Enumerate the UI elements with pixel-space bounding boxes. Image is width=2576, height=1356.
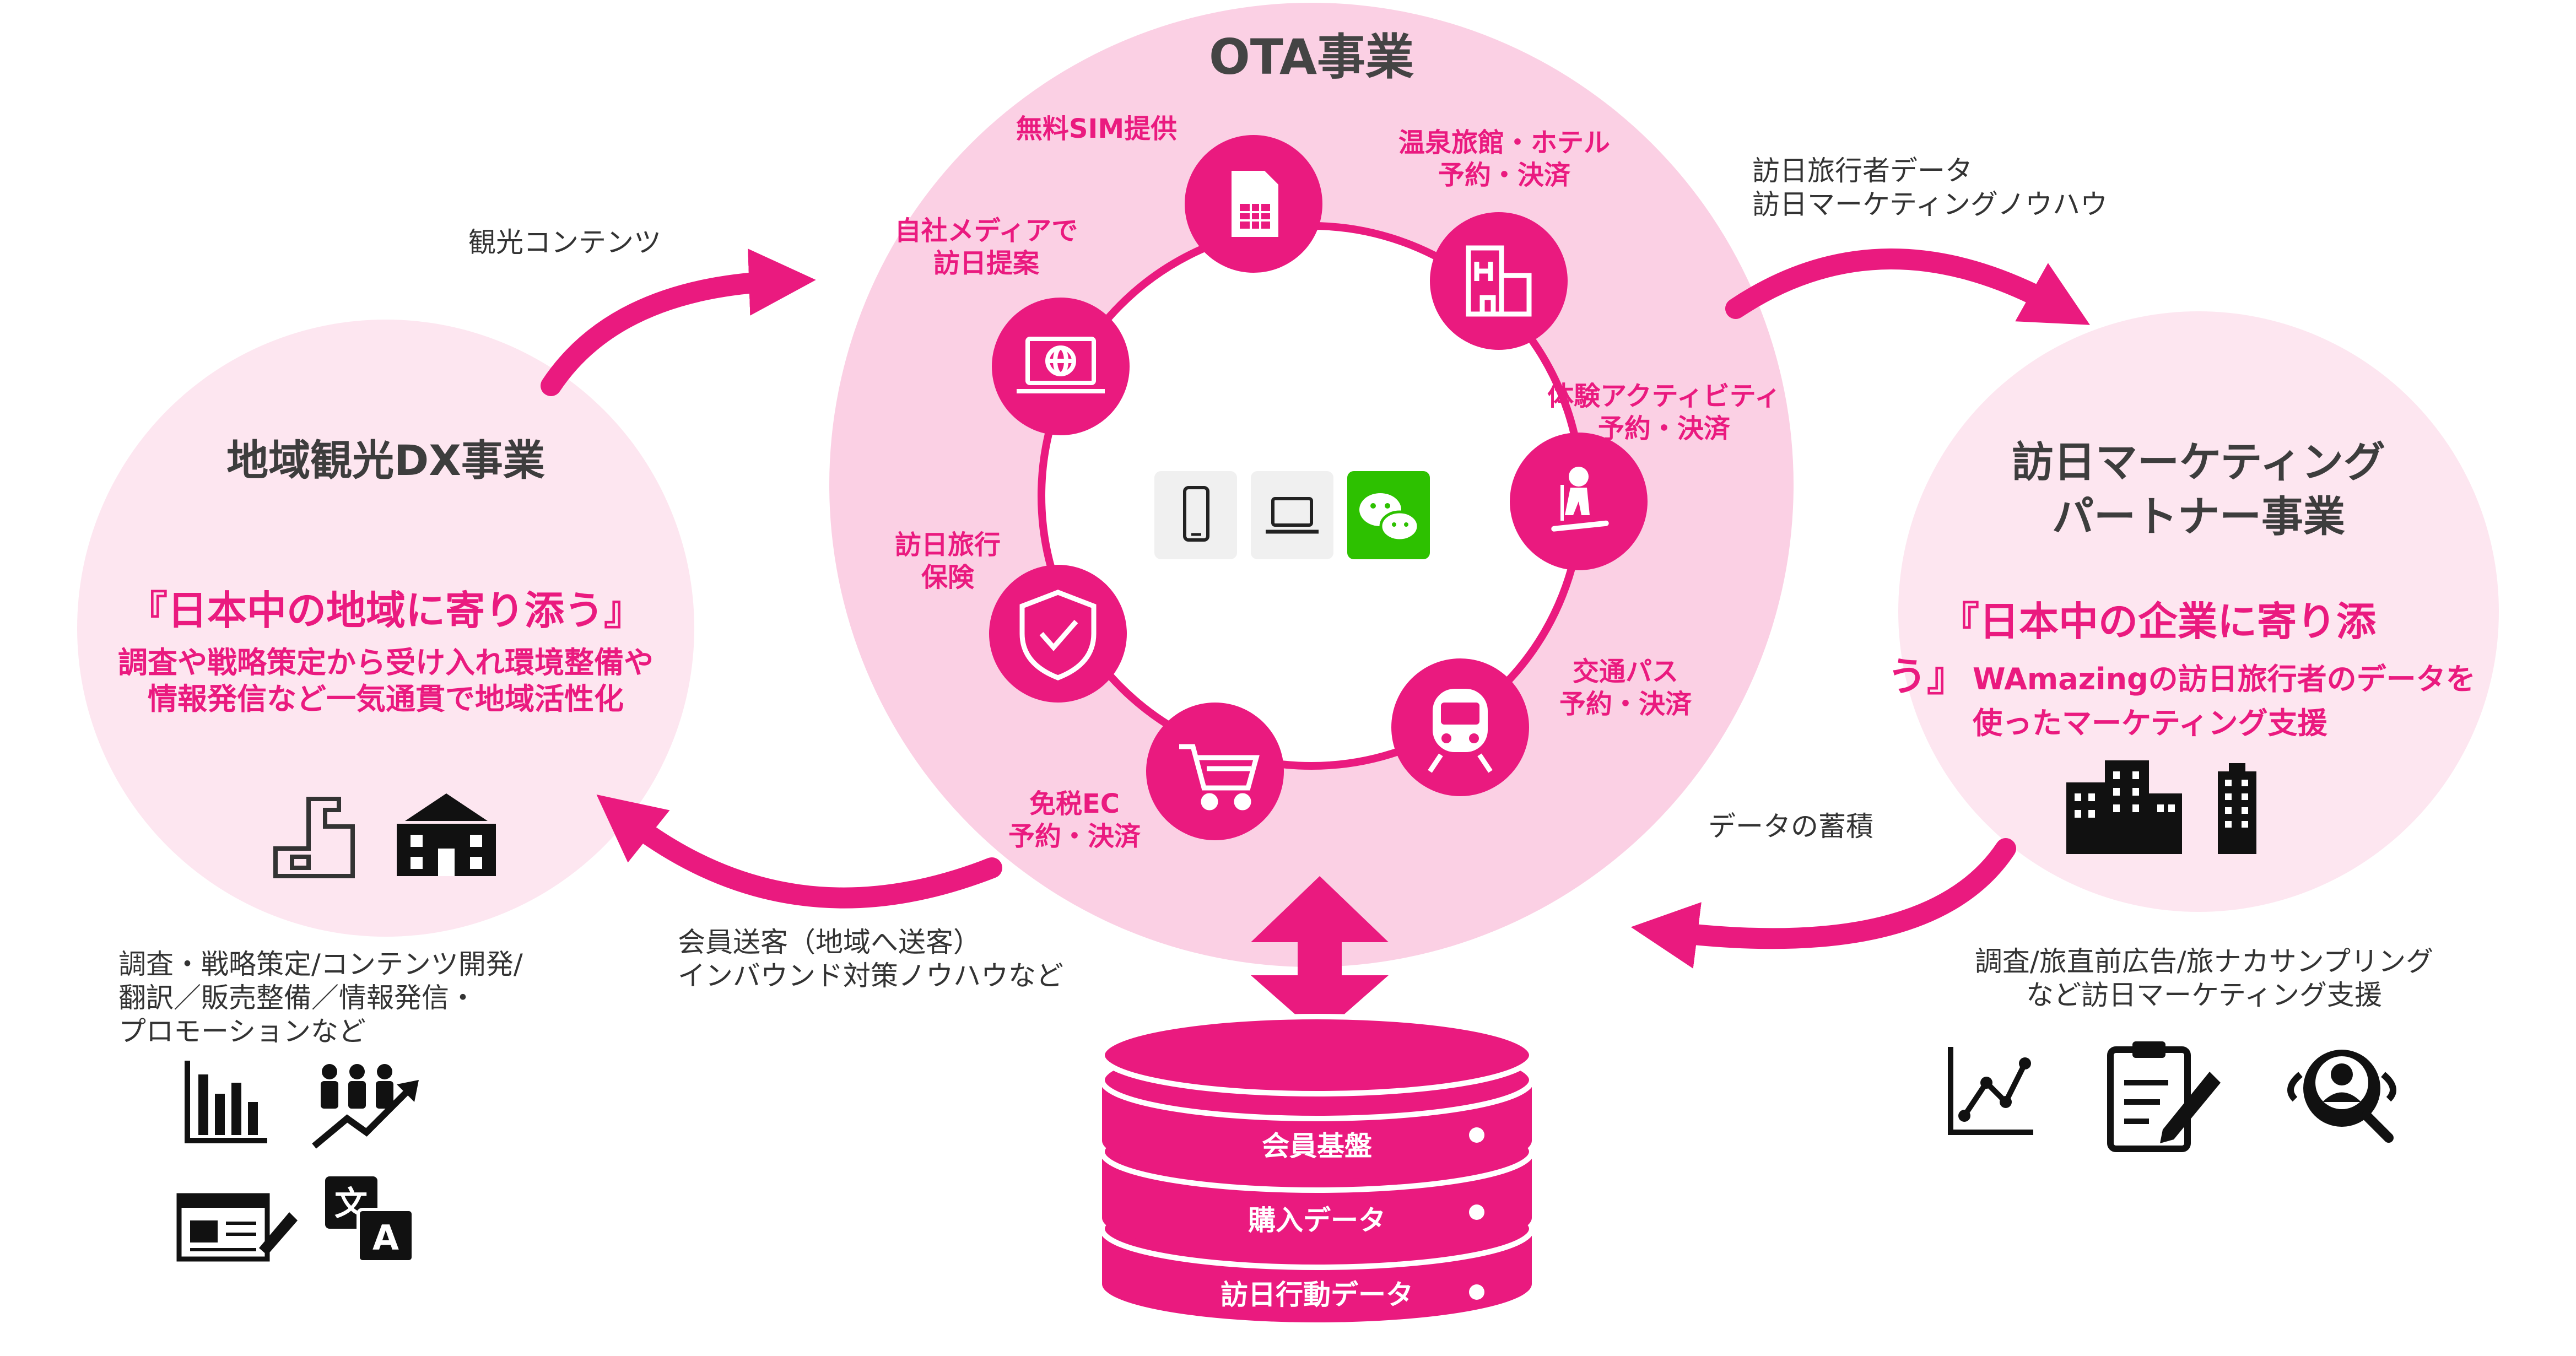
train-icon [1428,689,1493,773]
tower-building-icon [2218,763,2256,854]
flow-arrow-ota-to-left [596,795,1002,909]
regional-dx-slogan: 『日本中の地域に寄り添う』 [127,587,644,634]
marketing-partner-description-line1: WAmazingの訪日旅行者のデータを [1973,662,2476,696]
shopping-cart-icon [1179,744,1260,811]
service-label-hotel: 温泉旅館・ホテル 予約・決済 [1398,127,1610,191]
marketing-services-note: 調査/旅直前広告/旅ナカサンプリング など訪日マーケティング支援 [1974,946,2434,1011]
svg-text:A: A [372,1218,399,1258]
marketing-partner-title: 訪日マーケティング パートナー事業 [2012,437,2385,541]
marketing-partner-slogan-line2: う』 [1887,653,1967,700]
service-label-activity: 体験アクティビティ 予約・決済 [1547,381,1781,444]
service-label-sim: 無料SIM提供 [1016,114,1178,144]
service-node-activity [1510,433,1648,570]
flow-arrow-right-to-ota [1630,838,2016,969]
service-node-hotel [1430,212,1568,350]
service-label-media: 自社メディアで 訪日提案 [894,215,1078,279]
service-node-insurance [989,565,1127,703]
ota-database-double-arrow [1251,876,1389,1036]
ski-icon [1551,467,1609,532]
translate-icon: 文 A [325,1176,415,1263]
marketing-partner-description-line2: 使ったマーケティング支援 [1973,706,2327,741]
service-label-transit: 交通パス 予約・決済 [1559,656,1692,720]
database-cylinder [1099,1014,1535,1322]
regional-dx-circle [77,320,694,937]
regional-dx-description: 調査や戦略策定から受け入れ環境整備や 情報発信など一気通貫で地域活性化 [118,645,654,716]
marketing-partner-circle [1898,311,2499,912]
hotel-icon [1466,245,1532,317]
clipboard-edit-icon [2107,1041,2221,1152]
flow-arrow-ota-to-right [1725,248,2091,325]
school-building-icon [397,793,496,876]
service-node-transit [1391,658,1529,796]
service-label-insurance: 訪日旅行 保険 [894,530,1001,593]
flow-label-left-to-ota: 観光コンテンツ [468,226,661,258]
service-node-sim [1185,135,1322,273]
regional-dx-title: 地域観光DX事業 [226,436,545,485]
laptop-icon [1251,471,1333,559]
smartphone-icon [1154,471,1237,559]
wechat-icon [1347,471,1430,559]
marketing-partner-slogan-line1: 『日本中の企業に寄り添 [1940,598,2377,645]
service-node-media [992,298,1130,435]
flow-label-ota-to-right: 訪日旅行者データ 訪日マーケティングノウハウ [1752,155,2108,220]
floorplan-icon [273,797,355,878]
office-buildings-icon [2066,760,2182,854]
db-layer-travel-behavior-data: 訪日行動データ [1221,1279,1413,1311]
bar-chart-icon [185,1061,267,1143]
service-node-ec [1146,703,1284,840]
user-search-icon [2287,1050,2396,1143]
team-growth-icon [312,1064,419,1149]
laptop-globe-icon [1017,337,1105,393]
flow-label-right-to-ota: データの蓄積 [1708,811,1873,842]
db-layer-purchase-data: 購入データ [1248,1204,1386,1236]
db-layer-member-base: 会員基盤 [1262,1130,1372,1162]
flow-arrow-left-to-ota [541,248,816,396]
flow-label-ota-to-left: 会員送客（地域へ送客） インバウンド対策ノウハウなど [678,926,1063,992]
regional-services-note: 調査・戦略策定/コンテンツ開発/ 翻訳／販売整備／情報発信・ プロモーションなど [118,948,523,1047]
web-article-icon [176,1193,298,1262]
service-label-ec: 免税EC 予約・決済 [1008,788,1141,852]
sim-card-icon [1232,171,1278,237]
line-chart-icon [1948,1047,2033,1135]
shield-check-icon [1019,590,1097,680]
ota-title: OTA事業 [1208,29,1414,85]
